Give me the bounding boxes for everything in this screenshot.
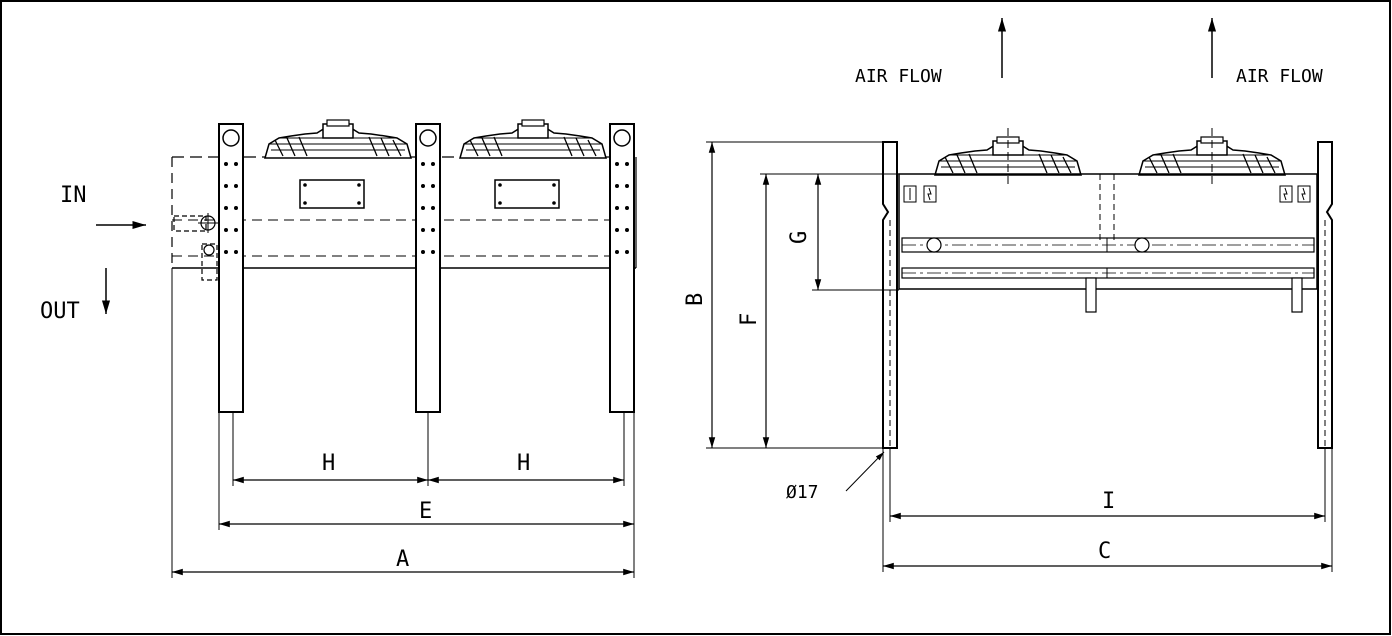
airflow-label-left: AIR FLOW [855,66,942,87]
pipe-connections [173,213,218,281]
electrical-box [1279,185,1311,203]
support-leg [218,123,244,413]
hole-diameter-label: Ø17 [786,482,819,503]
electrical-box [903,185,937,203]
drain-stub [1291,277,1303,313]
dimension-a-label: A [396,547,409,572]
fan-motor [264,119,412,159]
outlet-label: OUT [40,299,80,324]
airflow-label-right: AIR FLOW [1236,66,1323,87]
nameplate [494,179,560,209]
dimension-h2-label: H [517,451,530,476]
inlet-label: IN [60,183,87,208]
dimension-f-label: F [737,313,762,326]
fan-motor [459,119,607,159]
support-leg [609,123,635,413]
hole-leader [845,451,885,492]
side-view: AIR FLOW AIR FLOW [683,18,1333,572]
nameplate [299,179,365,209]
dimension-b-label: B [683,293,708,306]
dimension-g-label: G [787,231,812,244]
front-view: IN OUT H H E A [40,119,637,578]
dimension-e-label: E [419,499,432,524]
coil-casing [898,173,1318,290]
support-leg [415,123,441,413]
dimension-c-label: C [1098,539,1111,564]
drain-stub [1085,277,1097,313]
dimension-h1-label: H [322,451,335,476]
dimension-i-label: I [1102,489,1115,514]
